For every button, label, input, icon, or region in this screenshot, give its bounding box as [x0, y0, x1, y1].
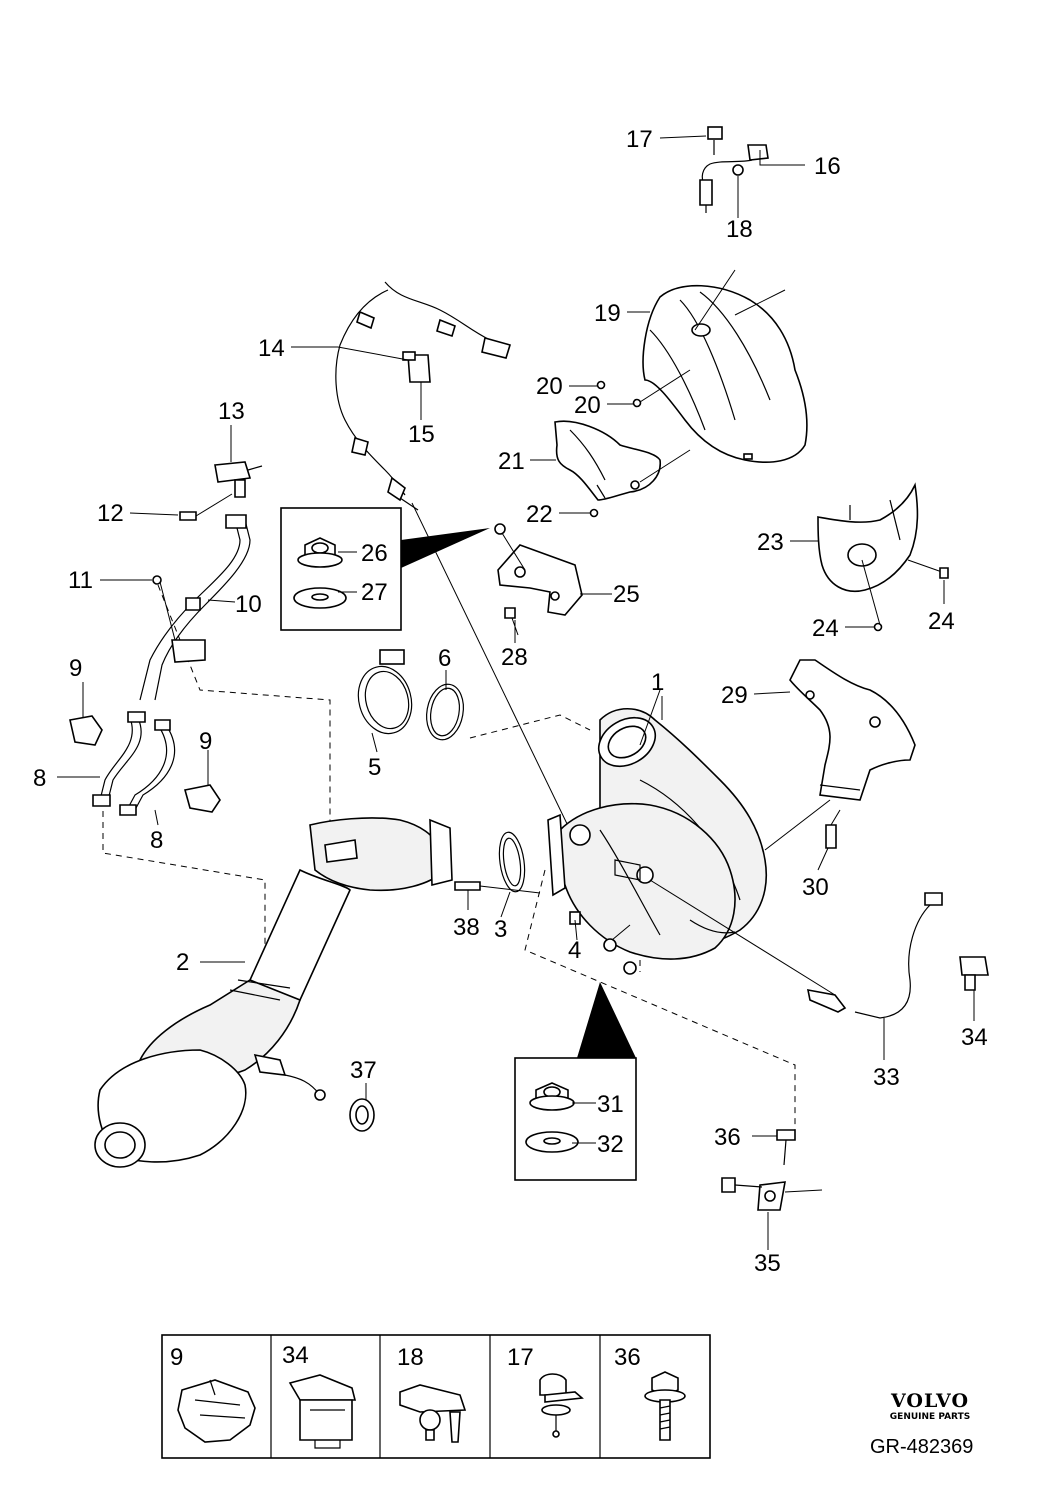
oxygen-sensor-upper	[699, 126, 769, 213]
callout-32: 32	[597, 1131, 624, 1158]
callout-30: 30	[802, 874, 829, 901]
callout-27: 27	[361, 579, 388, 606]
bracket-29	[789, 659, 916, 849]
callout-36: 36	[714, 1124, 741, 1151]
callout-26: 26	[361, 540, 388, 567]
callout-34: 34	[961, 1024, 988, 1051]
gasket-3-stud-38	[454, 831, 541, 894]
callout-8-right: 8	[150, 827, 163, 854]
callout-2: 2	[176, 949, 189, 976]
callout-24-right: 24	[928, 608, 955, 635]
callout-25: 25	[613, 581, 640, 608]
callout-21: 21	[498, 448, 525, 475]
callout-8-left: 8	[33, 765, 46, 792]
callout-23: 23	[757, 529, 784, 556]
callout-29: 29	[721, 682, 748, 709]
detail-box-nut-washer	[280, 507, 490, 631]
front-pipe-2	[94, 817, 453, 1168]
brand-name: VOLVO	[890, 1390, 970, 1412]
callout-31: 31	[597, 1091, 624, 1118]
hoses-8-and-clips-9	[69, 711, 221, 816]
callout-15: 15	[408, 421, 435, 448]
bracket-35-bolt-36	[721, 1129, 823, 1211]
detail-box-nut-washer-lower	[514, 982, 637, 1181]
legend-table: 9 34 18 17 36	[161, 1334, 711, 1459]
legend-clip-18-icon	[399, 1384, 467, 1443]
callout-16: 16	[814, 153, 841, 180]
legend-label-9: 9	[170, 1344, 183, 1371]
callout-35: 35	[754, 1250, 781, 1277]
legend-label-36: 36	[614, 1344, 641, 1371]
callout-1: 1	[651, 669, 664, 696]
diagram-reference: GR-482369	[870, 1436, 974, 1458]
callout-20-lower: 20	[574, 392, 601, 419]
heat-shield-small	[554, 420, 691, 518]
callout-9-right: 9	[199, 728, 212, 755]
callout-33: 33	[873, 1064, 900, 1091]
legend-label-17: 17	[507, 1344, 534, 1371]
callout-5: 5	[368, 754, 381, 781]
rubber-mount-37	[349, 1088, 375, 1132]
pressure-pipe-10	[139, 514, 251, 701]
callout-4: 4	[568, 937, 581, 964]
assembly-guide-lines	[102, 584, 796, 1130]
callout-10: 10	[235, 591, 262, 618]
brand-subtitle: GENUINE PARTS	[889, 1412, 971, 1422]
legend-label-34: 34	[282, 1342, 309, 1369]
sensor-wire-33	[649, 879, 989, 1019]
brand-logo: VOLVO GENUINE PARTS	[860, 1390, 1000, 1422]
callout-20-upper: 20	[536, 373, 563, 400]
sensor-wire-14	[335, 281, 571, 831]
legend-clip-17-icon	[539, 1373, 584, 1438]
callout-13: 13	[218, 398, 245, 425]
legend-label-18: 18	[397, 1344, 424, 1371]
callout-18: 18	[726, 216, 753, 243]
callout-12: 12	[97, 500, 124, 527]
callout-38: 38	[453, 914, 480, 941]
callout-9-left: 9	[69, 655, 82, 682]
callout-37: 37	[350, 1057, 377, 1084]
callout-22: 22	[526, 501, 553, 528]
clamp-5-gasket-6	[357, 649, 464, 741]
callout-24-left: 24	[812, 615, 839, 642]
bracket-25	[494, 523, 583, 636]
callout-11: 11	[68, 567, 93, 594]
legend-clip-9-icon	[177, 1379, 256, 1443]
heat-shield-lower	[817, 482, 949, 632]
callout-28: 28	[501, 644, 528, 671]
callout-17: 17	[626, 126, 653, 153]
callout-6: 6	[438, 645, 451, 672]
heat-shield-upper	[596, 269, 808, 463]
callout-leaders	[57, 135, 975, 1250]
legend-bolt-36-icon	[644, 1371, 686, 1441]
callout-14: 14	[258, 335, 285, 362]
legend-clip-34-icon	[288, 1374, 357, 1449]
catalytic-converter	[547, 799, 831, 975]
pressure-sensor-13	[179, 461, 263, 521]
callout-3: 3	[494, 916, 507, 943]
callout-19: 19	[594, 300, 621, 327]
callout-labels: 1 2 3 4 5 6 8 8 9 9 10 11 12 13 14 15 16…	[33, 126, 988, 1277]
